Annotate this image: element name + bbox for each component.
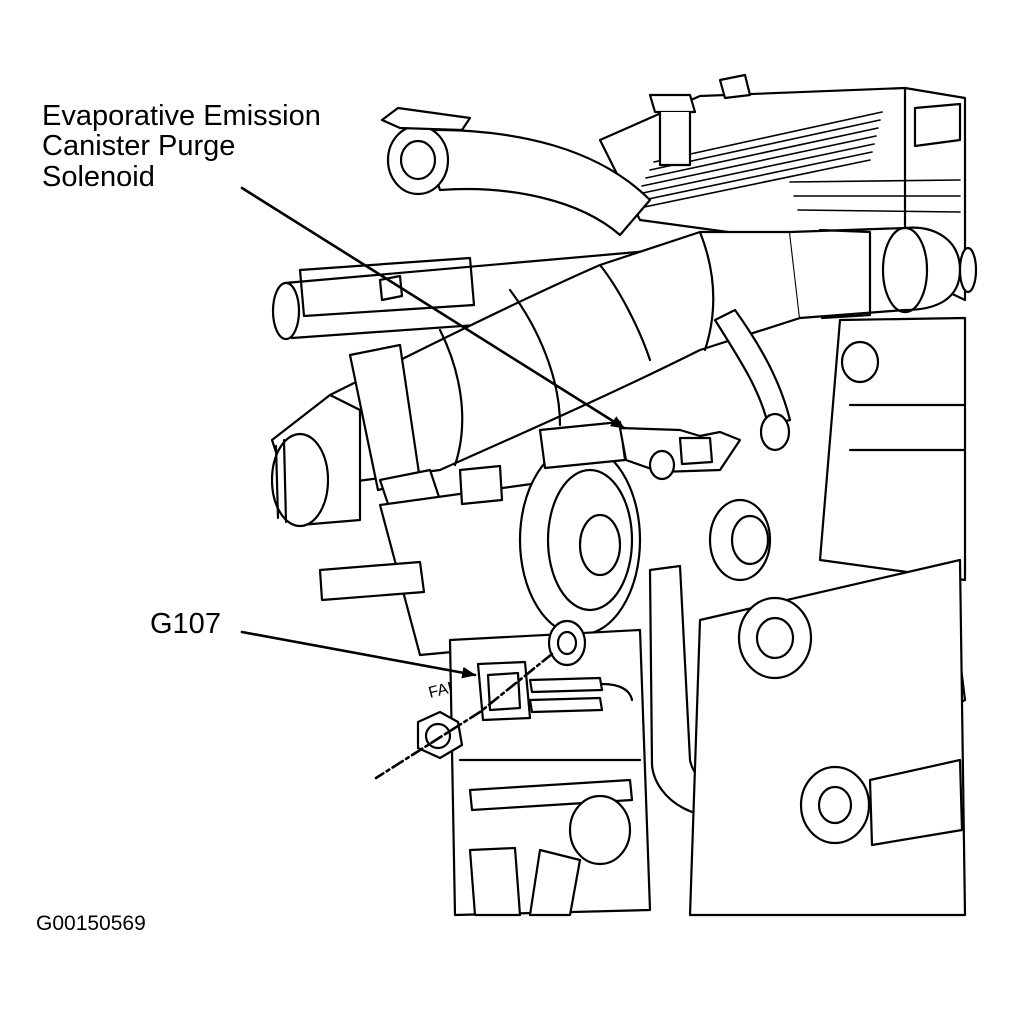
mounting-nut — [416, 710, 464, 760]
purge-solenoid — [618, 426, 742, 481]
throttle-linkage — [318, 420, 642, 657]
g107-leader — [240, 630, 477, 679]
purge-solenoid-callout-line-1: Evaporative Emission — [42, 100, 321, 132]
purge-solenoid-leader — [240, 186, 626, 430]
air-intake-duct — [328, 226, 978, 484]
throttle-body — [270, 343, 442, 528]
casting-stamp: FAI — [427, 680, 454, 702]
upper-coolant-hose — [380, 106, 652, 237]
g107-callout: G107 — [150, 608, 221, 640]
purge-solenoid-callout: Evaporative Emission Canister Purge Sole… — [42, 100, 321, 193]
figure-id: G00150569 — [36, 912, 146, 935]
vacuum-hose — [713, 308, 792, 452]
eyelet-leader — [374, 652, 554, 780]
engine-block-right — [708, 316, 967, 582]
purge-solenoid-callout-line-3: Solenoid — [42, 160, 155, 193]
purge-solenoid-callout-line-2: Canister Purge — [42, 130, 236, 163]
